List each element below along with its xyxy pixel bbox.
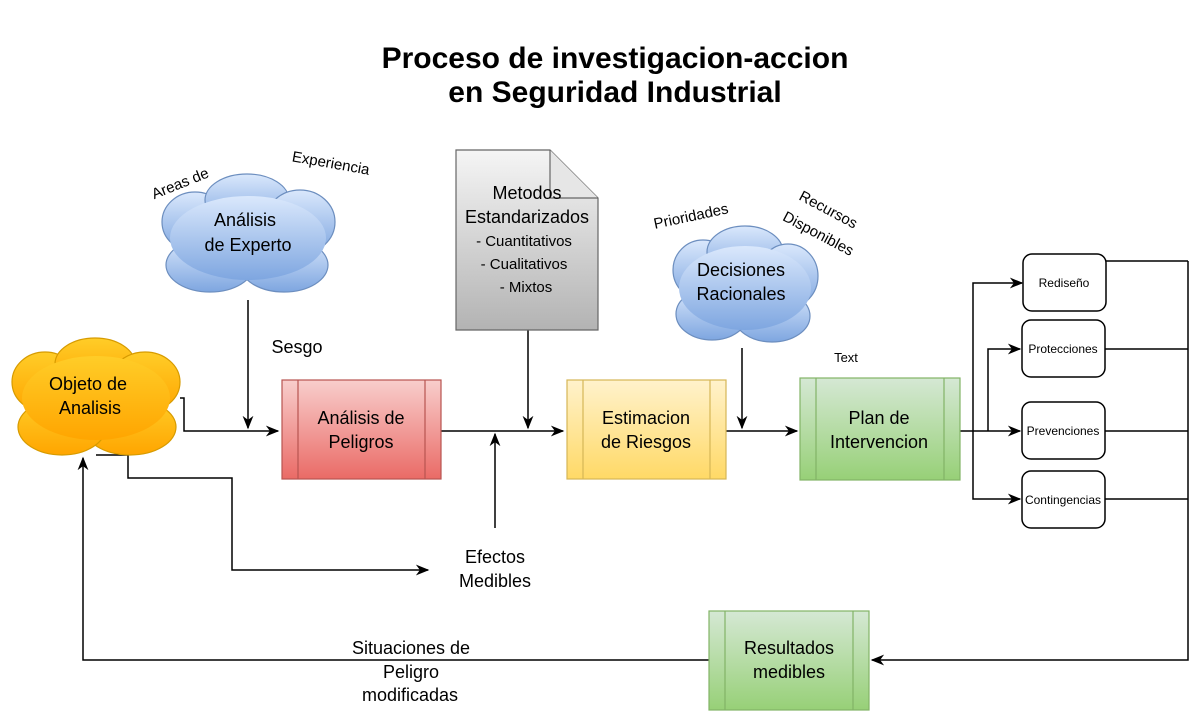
prevenciones-label: Prevenciones bbox=[1027, 424, 1100, 438]
label-situaciones-2: Peligro bbox=[383, 662, 439, 682]
label-efectos-1: Efectos bbox=[465, 547, 525, 567]
label-experiencia: Experiencia bbox=[291, 148, 372, 178]
metodos-item-cuantitativos: - Cuantitativos bbox=[476, 233, 572, 250]
decisiones-label-1: Decisiones bbox=[697, 260, 785, 280]
protecciones-box[interactable]: Protecciones bbox=[1021, 319, 1106, 378]
peligros-label-2: Peligros bbox=[328, 432, 393, 452]
estimacion-label-1: Estimacion bbox=[602, 408, 690, 428]
protecciones-label: Protecciones bbox=[1028, 342, 1097, 356]
decisiones-label-2: Racionales bbox=[696, 284, 785, 304]
label-sesgo: Sesgo bbox=[271, 337, 322, 357]
plan-label-2: Intervencion bbox=[830, 432, 928, 452]
metodos-document[interactable]: Metodos Estandarizados - Cuantitativos -… bbox=[455, 149, 599, 331]
label-prioridades: Prioridades bbox=[652, 200, 730, 232]
prevenciones-box[interactable]: Prevenciones bbox=[1021, 401, 1106, 460]
rediseno-box[interactable]: Rediseño bbox=[1022, 253, 1107, 312]
resultados-label-1: Resultados bbox=[744, 638, 834, 658]
edge-resultados-to-objeto bbox=[77, 456, 709, 661]
label-situaciones-1: Situaciones de bbox=[352, 638, 470, 658]
connectors bbox=[77, 260, 1189, 666]
objeto-cloud[interactable]: Objeto de Analisis bbox=[11, 337, 181, 456]
title-line-1: Proceso de investigacion-accion bbox=[382, 42, 849, 75]
peligros-label-1: Análisis de bbox=[317, 408, 404, 428]
analisis-experto-cloud[interactable]: Análisis de Experto bbox=[161, 173, 336, 293]
analisis-peligros-box[interactable]: Análisis de Peligros bbox=[281, 379, 442, 480]
label-situaciones-3: modificadas bbox=[362, 685, 458, 705]
edge-plan-to-protecciones bbox=[987, 343, 1022, 431]
objeto-label-1: Objeto de bbox=[49, 374, 127, 394]
title-line-2: en Seguridad Industrial bbox=[448, 76, 781, 109]
decisiones-cloud[interactable]: Decisiones Racionales bbox=[672, 225, 819, 343]
experto-label-1: Análisis bbox=[214, 210, 276, 230]
metodos-item-mixtos: - Mixtos bbox=[500, 279, 553, 296]
metodos-item-cualitativos: - Cualitativos bbox=[481, 256, 568, 273]
estimacion-riesgos-box[interactable]: Estimacion de Riesgos bbox=[566, 379, 727, 480]
contingencias-box[interactable]: Contingencias bbox=[1021, 470, 1106, 529]
metodos-label-1: Metodos bbox=[492, 183, 561, 203]
experto-label-2: de Experto bbox=[204, 235, 291, 255]
contingencias-label: Contingencias bbox=[1025, 493, 1101, 507]
edge-plan-to-contingencias bbox=[972, 431, 1022, 505]
label-efectos-2: Medibles bbox=[459, 571, 531, 591]
objeto-label-2: Analisis bbox=[59, 398, 121, 418]
plan-intervencion-box[interactable]: Plan de Intervencion bbox=[799, 377, 961, 481]
estimacion-label-2: de Riesgos bbox=[601, 432, 691, 452]
edge-bus-to-resultados bbox=[870, 261, 1189, 666]
metodos-label-2: Estandarizados bbox=[465, 207, 589, 227]
edge-plan-to-rediseno bbox=[972, 277, 1024, 431]
resultados-label-2: medibles bbox=[753, 662, 825, 682]
resultados-medibles-box[interactable]: Resultados medibles bbox=[708, 610, 870, 711]
plan-label-1: Plan de bbox=[848, 408, 909, 428]
rediseno-label: Rediseño bbox=[1039, 276, 1090, 290]
label-text: Text bbox=[834, 350, 858, 365]
edge-objeto-to-peligros bbox=[180, 397, 280, 437]
